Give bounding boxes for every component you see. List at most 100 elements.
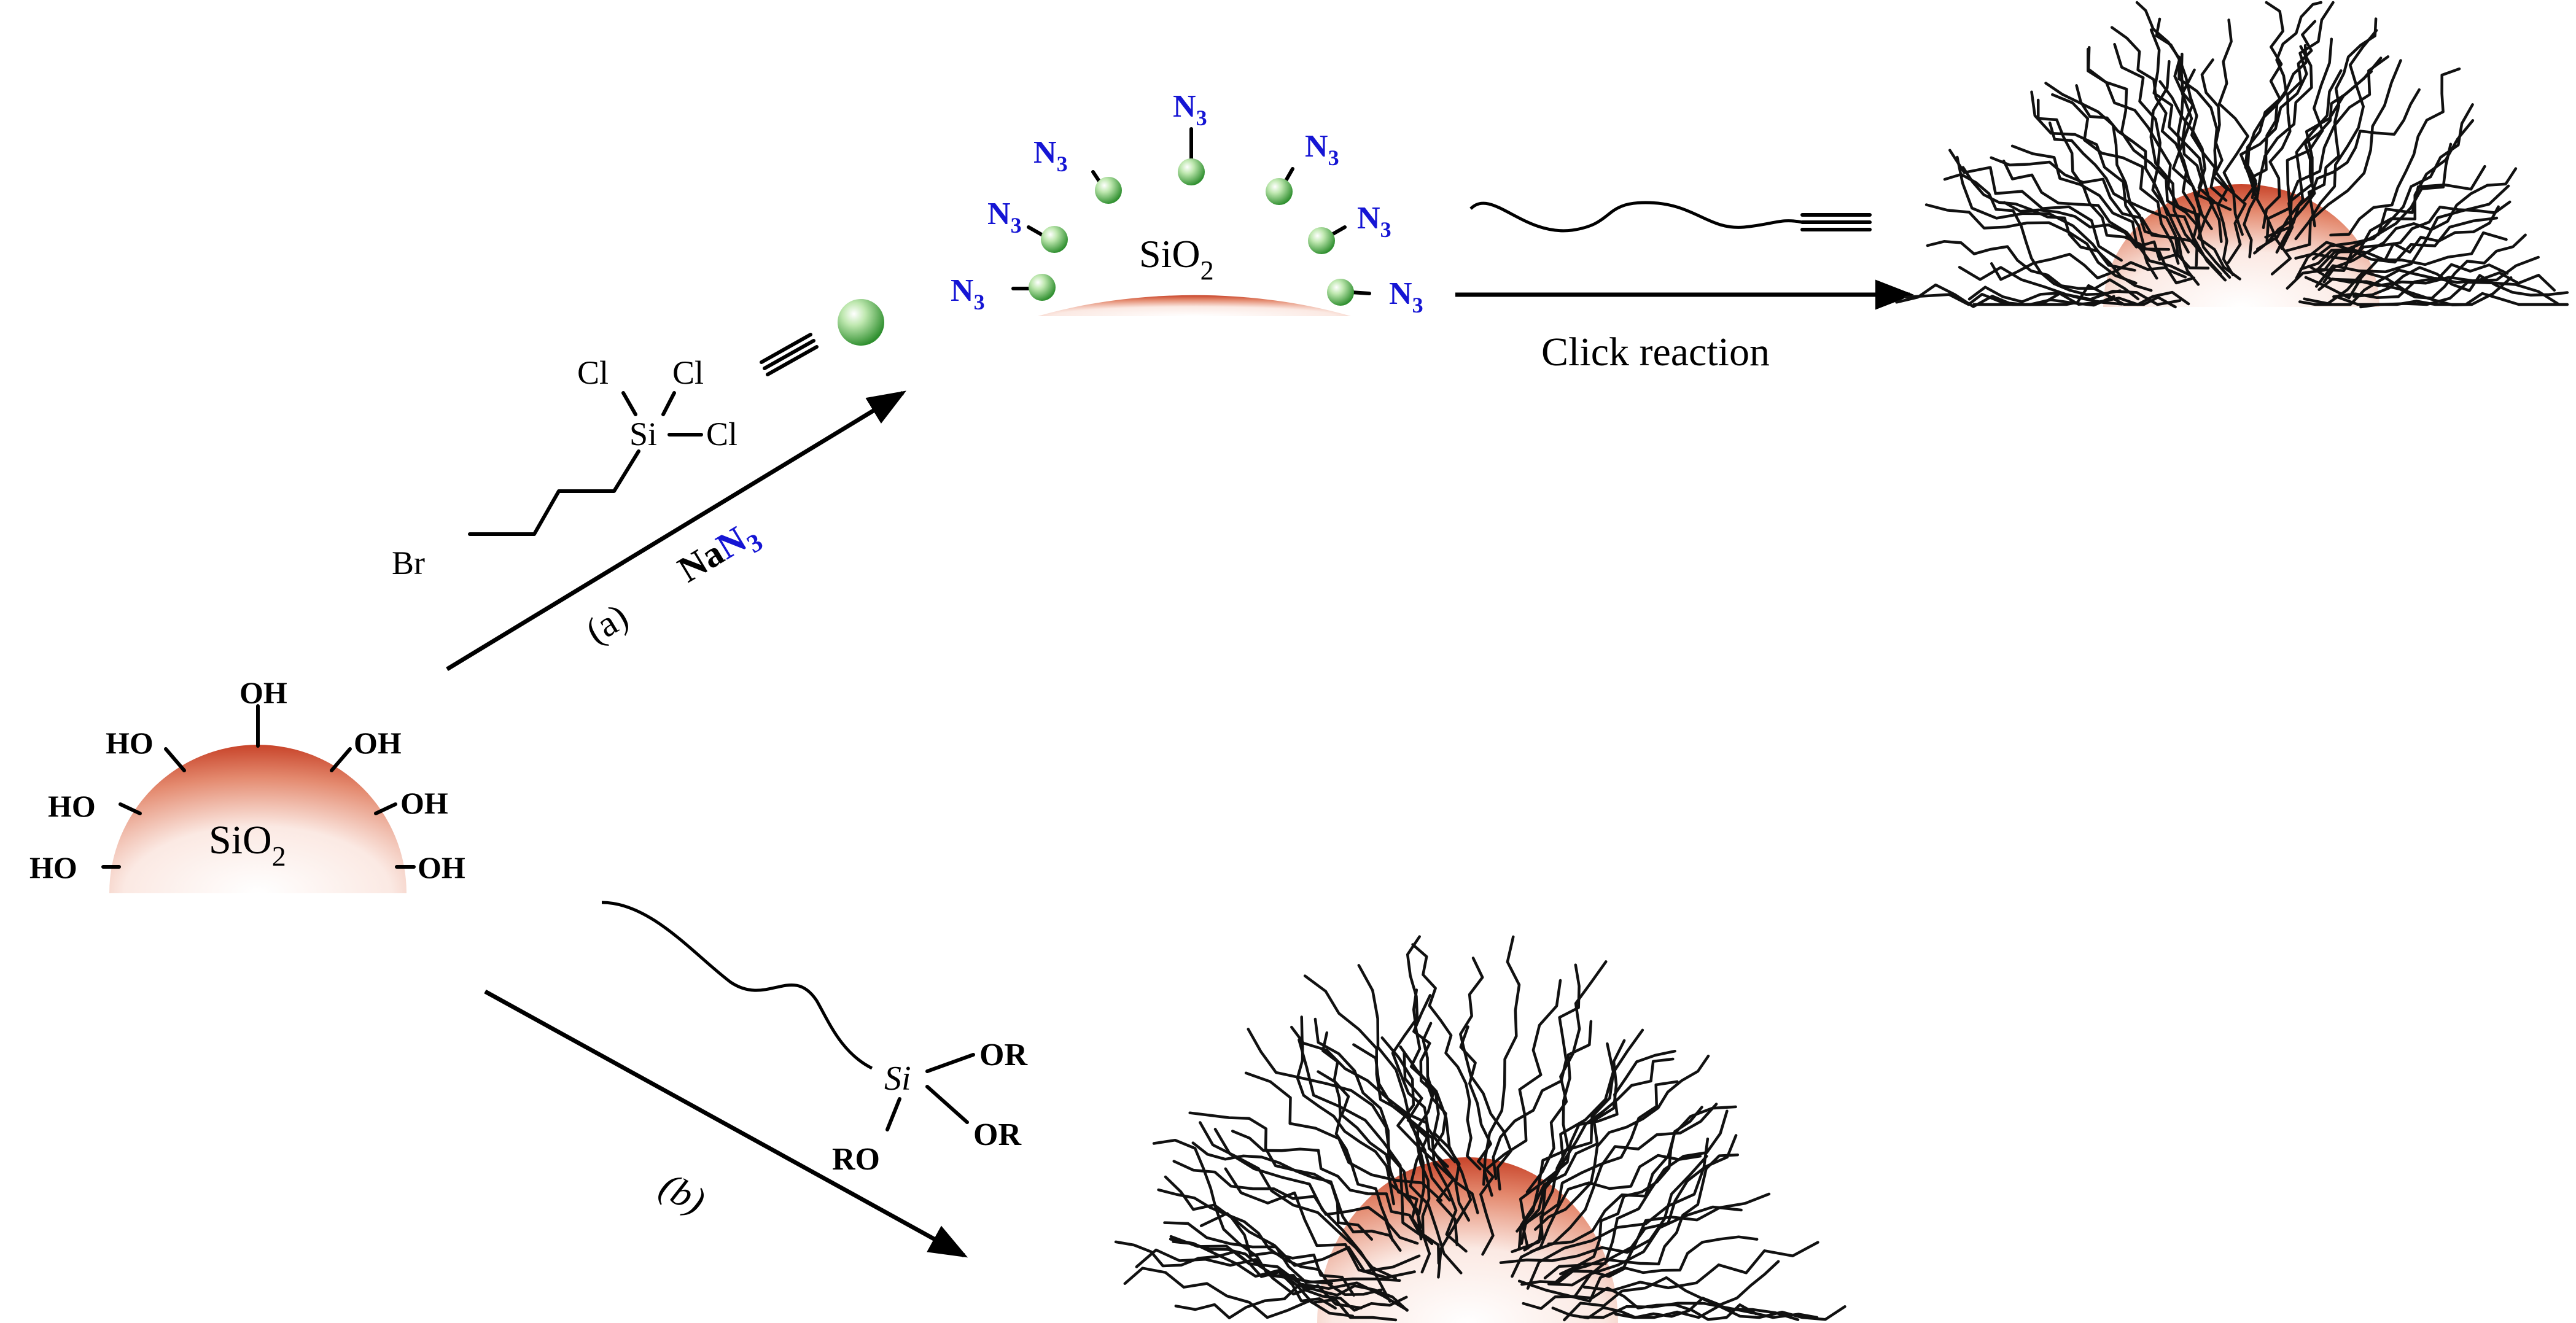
polymer-chain xyxy=(2075,84,2198,267)
bead-icon xyxy=(1095,177,1122,204)
reagent-trichlorosilane: Cl Cl Cl Si Br xyxy=(392,354,737,581)
azide-group: N3 xyxy=(951,273,985,314)
arrow-route-a xyxy=(446,390,906,671)
polymer-chain xyxy=(1199,1121,1397,1280)
polymer-chain xyxy=(2294,29,2378,241)
polymer-chain xyxy=(1411,943,1482,1171)
polymer-chain xyxy=(2264,56,2383,239)
polymer-chain xyxy=(2087,45,2202,230)
polymer-chain xyxy=(2317,233,2527,300)
polymer-chain xyxy=(1357,964,1451,1202)
silica-hemisphere xyxy=(109,745,407,893)
polymer-chain xyxy=(1482,979,1562,1197)
polymer-chain xyxy=(1924,203,2138,285)
polymer-chain xyxy=(2322,167,2518,284)
polymer-chain xyxy=(1895,283,2115,308)
polymer-chain xyxy=(1517,1205,1743,1299)
polymer-chain xyxy=(2171,68,2227,282)
polymer-chain xyxy=(1543,1106,1703,1279)
silica-particle-azide: SiO2 N3 N3 N3 N3 N3 N3 N3 xyxy=(951,89,1423,317)
polymer-chain xyxy=(1551,1260,1780,1320)
polymer-chain xyxy=(1172,1160,1395,1242)
azide-group: N3 xyxy=(1389,276,1423,317)
polymer-chain xyxy=(1391,935,1457,1163)
hydroxyl-mid-left: HO xyxy=(48,789,96,823)
svg-text:Cl: Cl xyxy=(706,416,737,452)
polymer-chain xyxy=(1958,266,2182,306)
polymer-chain xyxy=(2051,93,2180,265)
azide-group: N3 xyxy=(1305,129,1339,170)
polymer-chain xyxy=(1321,1031,1419,1245)
step-label-b: (b) xyxy=(653,1165,712,1222)
reagent-alkyne-bead xyxy=(760,299,884,376)
polymer-chain xyxy=(1380,1036,1459,1247)
polymer-chain xyxy=(2002,201,2210,270)
hydroxyl-top: OH xyxy=(239,675,287,710)
silica-label: SiO2 xyxy=(209,818,286,872)
polymer-chain xyxy=(2311,103,2474,261)
arrow-route-b xyxy=(484,989,968,1258)
polymer-chain xyxy=(2200,58,2235,277)
polymer-chain xyxy=(1559,1109,1729,1276)
polymer-chain xyxy=(1943,173,2122,297)
hydroxyl-upper-left: HO xyxy=(106,726,154,760)
polymer-grafted-particle-a xyxy=(1895,1,2569,309)
polymer-chain xyxy=(2285,59,2402,252)
azide-group: N3 xyxy=(1173,89,1207,130)
polymer-grafted-particle-b xyxy=(1114,935,1846,1323)
svg-text:Br: Br xyxy=(392,545,425,581)
silica-particle-hydroxylated: SiO2 OH HO OH HO OH HO OH xyxy=(29,675,465,893)
polymer-chain xyxy=(1164,1175,1355,1297)
polymer-chain xyxy=(2298,263,2509,306)
polymer-chain xyxy=(2299,205,2500,271)
svg-text:RO: RO xyxy=(832,1142,880,1177)
polymer-brush xyxy=(1114,935,1846,1322)
polymer-chain xyxy=(1157,1188,1383,1296)
polymer-chain xyxy=(2149,60,2222,276)
polymer-chain xyxy=(1123,1267,1355,1319)
polymer-chain xyxy=(2295,216,2499,280)
polymer-chain xyxy=(2294,200,2512,261)
polymer-chain xyxy=(2176,52,2232,279)
polymer-chain xyxy=(1530,1103,1718,1253)
polymer-chain xyxy=(1224,1167,1416,1279)
polymer-chain xyxy=(1459,956,1512,1191)
silica-label: SiO2 xyxy=(1139,232,1214,285)
polymer-chain xyxy=(1492,963,1581,1181)
polymer-chain xyxy=(1517,1039,1626,1251)
polymer-chain xyxy=(2110,26,2232,211)
click-reaction-label: Click reaction xyxy=(1541,330,1770,374)
polymer-chain xyxy=(1961,166,2153,292)
polymer-chain xyxy=(1948,149,2123,262)
azide-group: N3 xyxy=(1033,135,1068,176)
polymer-chain xyxy=(1926,240,2140,301)
polymer-chain xyxy=(1511,1154,1702,1278)
polymer-chain xyxy=(2307,17,2378,228)
polymer-chain xyxy=(2359,292,2569,309)
bead-icon xyxy=(1029,274,1056,301)
polymer-chain xyxy=(2265,37,2333,244)
bead-icon xyxy=(1327,279,1354,306)
polymer-chain xyxy=(2158,80,2241,281)
polymer-chain xyxy=(1172,1240,1408,1312)
svg-text:OR: OR xyxy=(973,1117,1022,1152)
step-label-a: (a) xyxy=(579,596,635,651)
polymer-chain xyxy=(1990,156,2193,242)
polymer-chain xyxy=(2262,20,2317,230)
polymer-chain xyxy=(2048,121,2200,286)
polymer-chain xyxy=(1563,1276,1800,1322)
bead-icon xyxy=(1308,227,1335,254)
polymer-chain xyxy=(2177,55,2247,264)
polymer-chain xyxy=(1520,1235,1759,1286)
azide-group: N3 xyxy=(987,196,1022,238)
polymer-chain xyxy=(1409,988,1479,1214)
polymer-chain xyxy=(1956,155,2136,272)
polymer-chain xyxy=(2036,98,2158,280)
polymer-chain xyxy=(2332,271,2556,299)
polymer-chain xyxy=(2010,144,2192,277)
polymer-chain xyxy=(1403,1051,1463,1275)
hydroxyl-mid-right: OH xyxy=(400,786,448,820)
polymer-chain xyxy=(1114,1240,1337,1310)
bead-icon xyxy=(1041,226,1068,253)
